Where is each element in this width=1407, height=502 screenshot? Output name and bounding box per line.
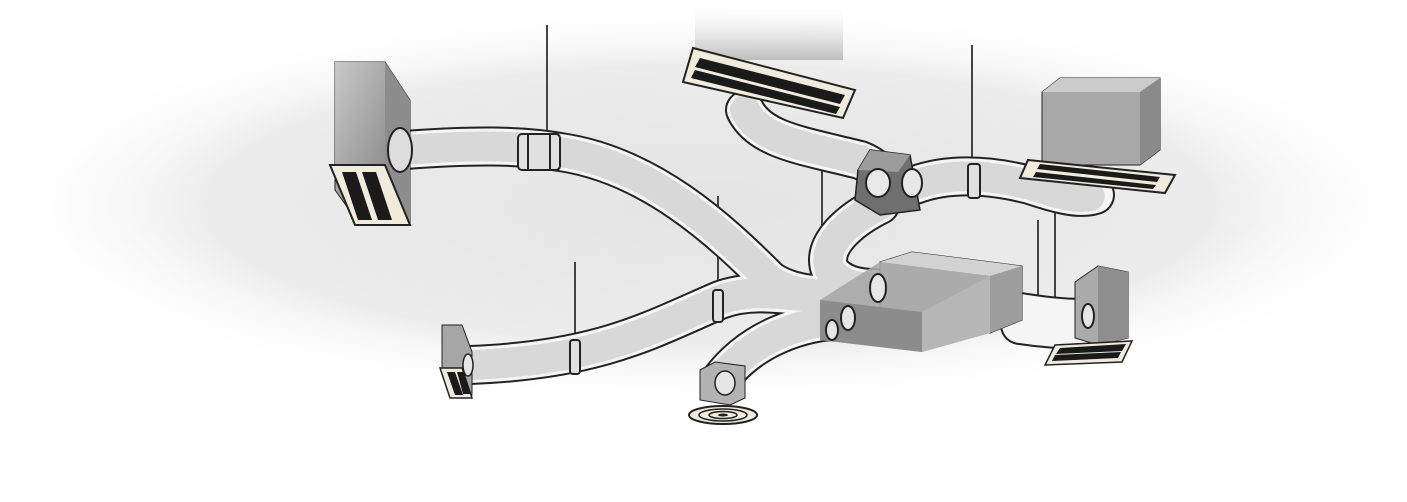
air-handling-unit: [820, 251, 1023, 352]
round-diffuser-bottom: [688, 361, 758, 425]
supply-grille-left: [328, 61, 413, 226]
duct-clamps: [517, 133, 981, 375]
supply-grille-bottom-right: [1043, 265, 1134, 366]
branch-box: [854, 149, 923, 216]
supply-grille-right: [1018, 77, 1177, 195]
supply-grille-bottom-left: [438, 324, 474, 399]
supply-grille-top-center: [681, 0, 857, 120]
